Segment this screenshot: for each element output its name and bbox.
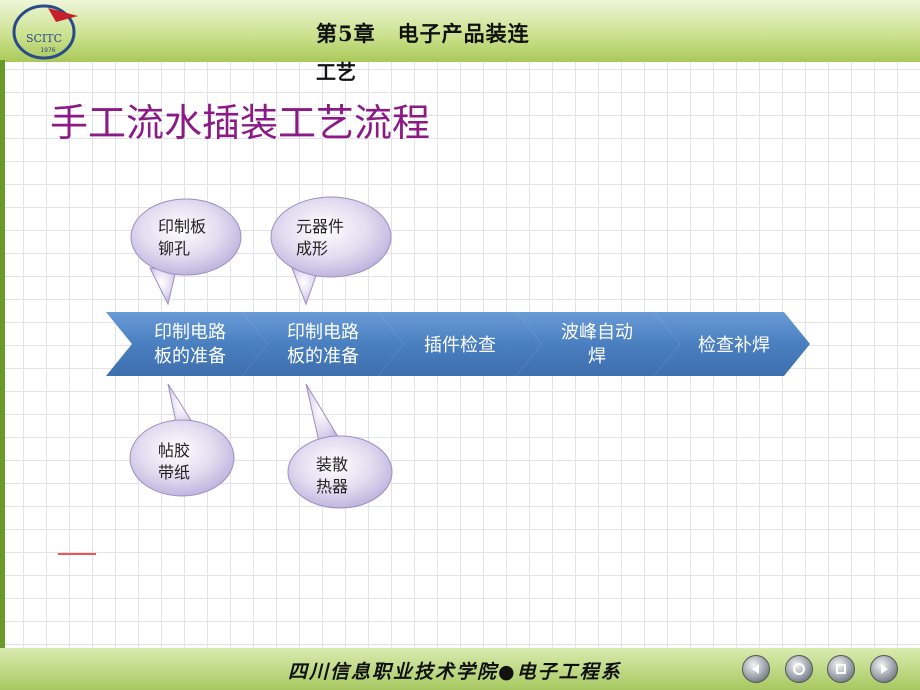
flow-step-3: 插件检查 <box>378 312 542 376</box>
flow-step-label: 印制电路 <box>154 322 226 343</box>
callout-label: 带纸 <box>158 463 190 482</box>
prev-icon[interactable] <box>742 655 770 683</box>
flow-step-4: 波峰自动 焊 <box>516 312 680 376</box>
logo-text: SCITC <box>26 32 62 45</box>
callout-label: 帖胶 <box>158 441 190 460</box>
flow-step-label: 板的准备 <box>287 346 359 367</box>
flow-step-label: 检查补焊 <box>698 335 770 356</box>
decorative-red-line <box>58 553 96 555</box>
stop-icon[interactable] <box>827 655 855 683</box>
callout-label: 装散 <box>316 455 348 474</box>
callout-component-forming: 元器件 成形 <box>270 196 392 306</box>
callout-tape-paper: 帖胶 带纸 <box>129 383 235 497</box>
callout-label: 成形 <box>296 239 328 258</box>
flow-step-1: 印制电路 板的准备 <box>106 312 268 376</box>
flow-step-label: 焊 <box>588 346 606 367</box>
flow-step-label: 波峰自动 <box>561 322 633 343</box>
callout-label: 热器 <box>316 477 348 496</box>
callout-label: 元器件 <box>296 217 344 236</box>
callout-label: 铆孔 <box>158 239 190 258</box>
chapter-title: 第5章 电子产品装连 <box>316 21 530 46</box>
callout-label: 印制板 <box>158 217 206 236</box>
header-bar <box>0 0 920 62</box>
next-icon[interactable] <box>870 655 898 683</box>
footer-institution: 四川信息职业技术学院●电子工程系 <box>288 661 622 683</box>
flow-step-2: 印制电路 板的准备 <box>242 312 404 376</box>
callout-heatsink: 装散 热器 <box>287 383 393 509</box>
flow-step-label: 印制电路 <box>287 322 359 343</box>
flow-step-label: 插件检查 <box>424 335 496 356</box>
back-icon[interactable] <box>785 655 813 683</box>
left-accent-strip <box>0 60 5 650</box>
flow-step-5: 检查补焊 <box>654 312 810 376</box>
chapter-title-wrap: 工艺 <box>316 60 356 84</box>
flow-step-label: 板的准备 <box>154 346 226 367</box>
slide-title: 手工流水插装工艺流程 <box>50 101 431 145</box>
callout-rivet-hole: 印制板 铆孔 <box>130 198 242 306</box>
school-logo-icon: SCITC 1976 <box>12 4 78 60</box>
logo-year: 1976 <box>40 47 55 54</box>
